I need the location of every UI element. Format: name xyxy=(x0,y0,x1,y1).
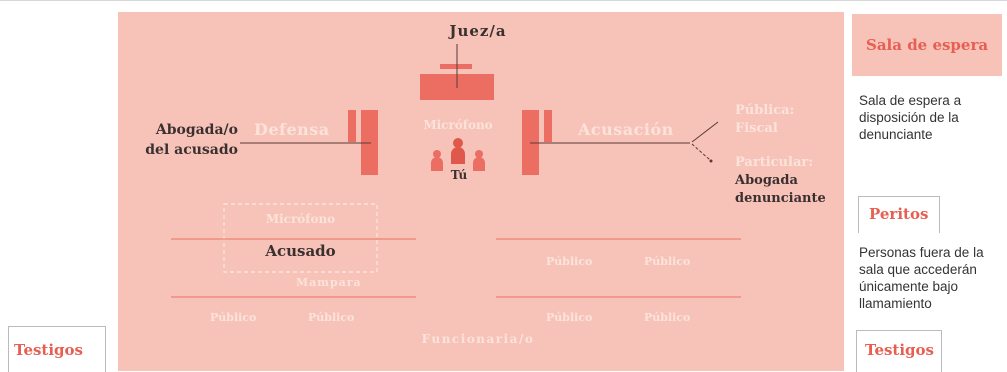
experts-title: Peritos xyxy=(869,205,929,223)
public-seat-label: Público xyxy=(644,255,691,268)
person-icon xyxy=(473,150,485,171)
accused-area xyxy=(223,203,378,273)
witnesses-left-box: Testigos xyxy=(8,326,106,372)
top-divider xyxy=(0,0,1007,1)
public-seat-label: Público xyxy=(308,311,355,324)
defense-lawyer-line1: Abogada/o xyxy=(155,122,238,138)
waiting-room-title: Sala de espera xyxy=(866,36,989,54)
officer-label: Funcionaria/o xyxy=(421,332,535,346)
experts-description: Personas fuera de la sala que accederán … xyxy=(859,245,984,311)
you-person-icon xyxy=(451,138,465,164)
waiting-room-description: Sala de espera a disposición de la denun… xyxy=(859,93,962,142)
private-prosecutor-line3: denunciante xyxy=(735,191,826,206)
microphone-label: Micrófono xyxy=(423,118,493,132)
prosecution-table-small xyxy=(544,110,552,142)
witnesses-right-title: Testigos xyxy=(865,341,934,359)
experts-box: Peritos xyxy=(858,196,940,233)
private-prosecutor-label: Particular: Abogada denunciante xyxy=(735,154,826,208)
waiting-room-box: Sala de espera xyxy=(852,14,1002,76)
private-prosecutor-line2: Abogada xyxy=(735,173,798,188)
private-pointer-line xyxy=(691,143,711,161)
public-seat-label: Público xyxy=(210,311,257,324)
defense-label: Defensa xyxy=(254,120,330,139)
public-seat-label: Público xyxy=(546,311,593,324)
witnesses-right-box: Testigos xyxy=(856,330,942,372)
accused-label: Acusado xyxy=(265,242,336,260)
witnesses-left-title: Testigos xyxy=(14,341,83,359)
courtroom-area: Juez/a Micrófono Tú Defensa Acusación Mi… xyxy=(118,12,844,371)
defense-lawyer-line2: del acusado xyxy=(145,142,238,158)
public-prosecutor-label: Pública: Fiscal xyxy=(735,102,794,138)
accused-microphone-label: Micrófono xyxy=(265,212,336,226)
public-seat-label: Público xyxy=(546,255,593,268)
screen-label: Mampara xyxy=(296,276,362,289)
private-pointer-dot xyxy=(709,159,713,163)
private-prosecutor-line1: Particular: xyxy=(735,155,814,170)
judge-label: Juez/a xyxy=(449,22,507,40)
defense-lawyer-label: Abogada/o del acusado xyxy=(138,120,238,160)
prosecution-label: Acusación xyxy=(578,120,674,139)
you-label: Tú xyxy=(450,168,468,182)
public-seat-label: Público xyxy=(644,311,691,324)
public-prosecutor-line1: Pública: xyxy=(735,103,795,118)
courtroom-diagram xyxy=(171,44,741,298)
public-pointer-line xyxy=(691,121,719,143)
person-icon xyxy=(431,150,443,171)
judge-seat xyxy=(440,64,472,69)
defense-table-small xyxy=(348,110,356,142)
public-prosecutor-line2: Fiscal xyxy=(735,121,778,136)
